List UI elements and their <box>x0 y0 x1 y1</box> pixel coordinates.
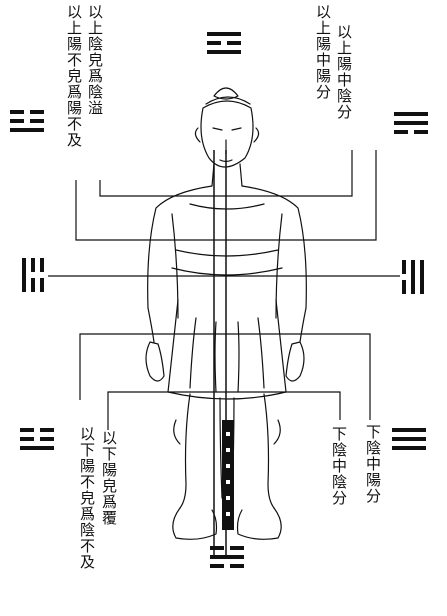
left-hand <box>145 341 165 382</box>
meridian-dots <box>226 432 230 516</box>
trigram-line-yin <box>402 280 406 294</box>
trigram-line-yang <box>210 555 244 559</box>
trigram-line-yin <box>20 437 34 441</box>
trigram-line-yang <box>394 121 428 125</box>
trigram-line-yang <box>22 258 26 292</box>
trigram-line-yin <box>210 564 224 568</box>
trigram-line-yang <box>392 437 426 441</box>
trigram-line-yin <box>394 130 408 134</box>
trigram-line-yin <box>40 428 54 432</box>
trigram-line-yang <box>207 50 241 54</box>
trigram-line-yin <box>414 130 428 134</box>
trigram-line-yang <box>392 428 426 432</box>
trigram-line-yin <box>31 258 35 272</box>
trigram-line-yin <box>40 437 54 441</box>
trigram-line-yin <box>30 110 44 114</box>
trigram-line-yin <box>210 546 224 550</box>
right-foot <box>236 507 282 540</box>
trigram-line-yang <box>10 128 44 132</box>
trigram-line-yin <box>40 278 44 292</box>
trigram-middle-left <box>22 258 44 292</box>
trigram-lower-right <box>392 428 426 450</box>
trigram-line-yang <box>20 446 54 450</box>
label-lower-right-a: 下陰中陰分 <box>330 426 348 506</box>
trigram-top <box>207 32 241 54</box>
trigram-line-yin <box>230 546 244 550</box>
left-foot <box>172 507 218 540</box>
label-upper-left-a: 以上陰皃爲陰溢 <box>86 4 104 116</box>
guide-lines <box>48 150 400 430</box>
label-upper-right-a: 以上陽中陰分 <box>335 24 353 120</box>
trigram-line-yin <box>207 41 221 45</box>
trigram-line-yin <box>10 119 24 123</box>
trigram-line-yin <box>31 278 35 292</box>
trigram-middle-right <box>402 260 424 294</box>
trigram-line-yin <box>30 119 44 123</box>
trigram-line-yin <box>230 564 244 568</box>
label-lower-left-a: 以下陽皃爲覆 <box>100 430 118 526</box>
label-upper-right-b: 以上陽中陽分 <box>314 4 332 100</box>
trigram-line-yin <box>402 260 406 274</box>
label-lower-right-b: 下陰中陽分 <box>364 424 382 504</box>
label-upper-left-b: 以上陽不皃爲陽不及 <box>65 4 83 148</box>
trigram-line-yang <box>420 260 424 294</box>
trigram-line-yang <box>392 446 426 450</box>
trigram-upper-right <box>394 112 428 134</box>
trigram-line-yang <box>394 112 428 116</box>
trigram-line-yang <box>207 32 241 36</box>
right-hand <box>285 341 305 382</box>
trigram-line-yin <box>40 258 44 272</box>
trigram-upper-left <box>10 110 44 132</box>
trigram-bottom <box>210 546 244 568</box>
trigram-line-yang <box>411 260 415 294</box>
label-lower-left-b: 以下陽不皃爲陰不及 <box>78 426 96 570</box>
hair-bun <box>213 87 239 100</box>
trigram-line-yin <box>227 41 241 45</box>
trigram-line-yin <box>10 110 24 114</box>
trigram-lower-left <box>20 428 54 450</box>
head-outline <box>200 100 254 168</box>
meridian-dark-section <box>222 420 234 530</box>
trigram-line-yin <box>20 428 34 432</box>
